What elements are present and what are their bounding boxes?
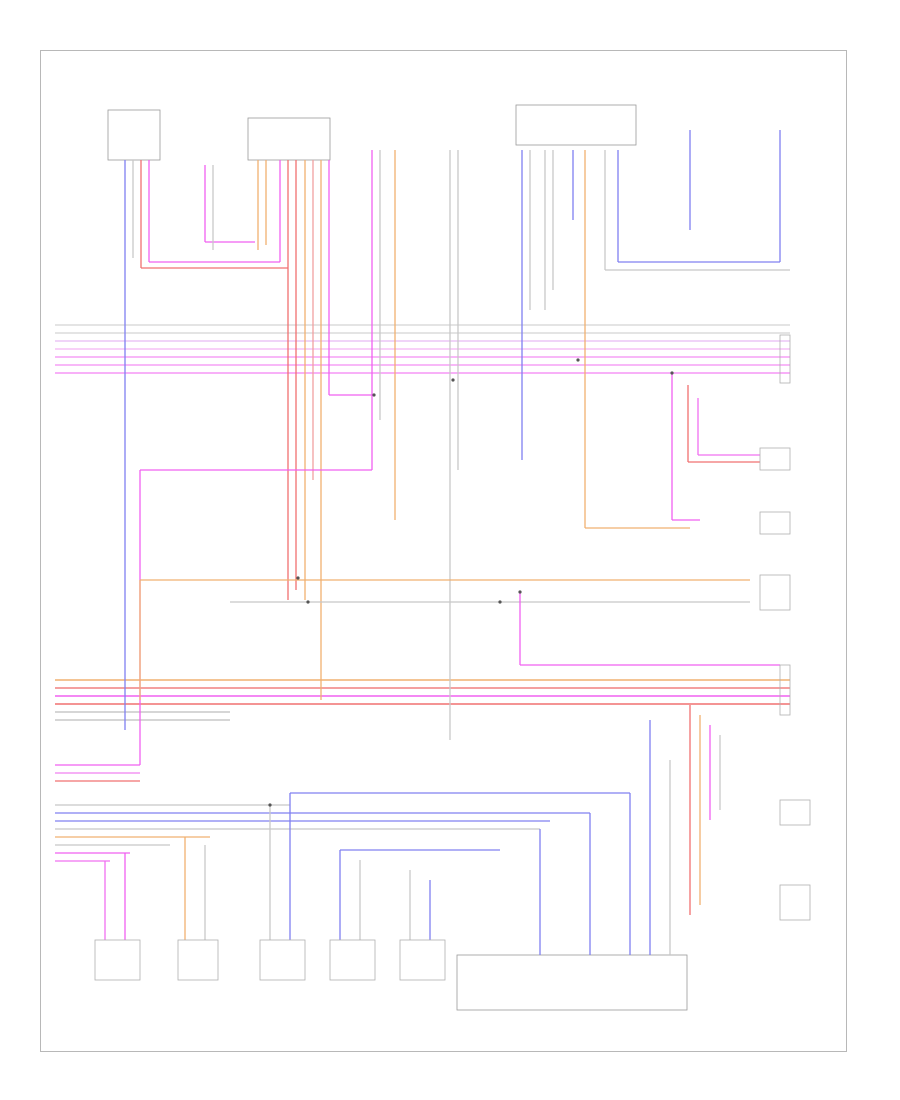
- diagram-frame: [40, 50, 847, 1052]
- connector-block-3: [515, 104, 637, 146]
- vertical-wires: [104, 130, 790, 955]
- bottom-connector-3: [259, 939, 306, 981]
- lower-bus-wires: [55, 764, 630, 862]
- right-connector-5: [779, 664, 791, 716]
- upper-bus-wires: [55, 324, 790, 374]
- right-connector-1: [779, 334, 791, 384]
- right-connector-7: [779, 884, 811, 921]
- connector-block-2: [247, 117, 331, 161]
- splice-points: [268, 358, 674, 807]
- bottom-connector-5: [399, 939, 446, 981]
- connector-block-1: [107, 109, 161, 161]
- right-connector-3: [759, 511, 791, 535]
- top-connectors: [107, 104, 688, 1011]
- right-connectors: [759, 334, 811, 921]
- bottom-connector-4: [329, 939, 376, 981]
- middle-bus-wires: [55, 679, 790, 721]
- module-block-bottom: [456, 954, 688, 1011]
- right-connector-6: [779, 799, 811, 826]
- right-connector-2: [759, 447, 791, 471]
- bottom-connector-1: [94, 939, 141, 981]
- bottom-connectors: [94, 939, 446, 981]
- right-connector-4: [759, 574, 791, 611]
- bottom-connector-2: [177, 939, 219, 981]
